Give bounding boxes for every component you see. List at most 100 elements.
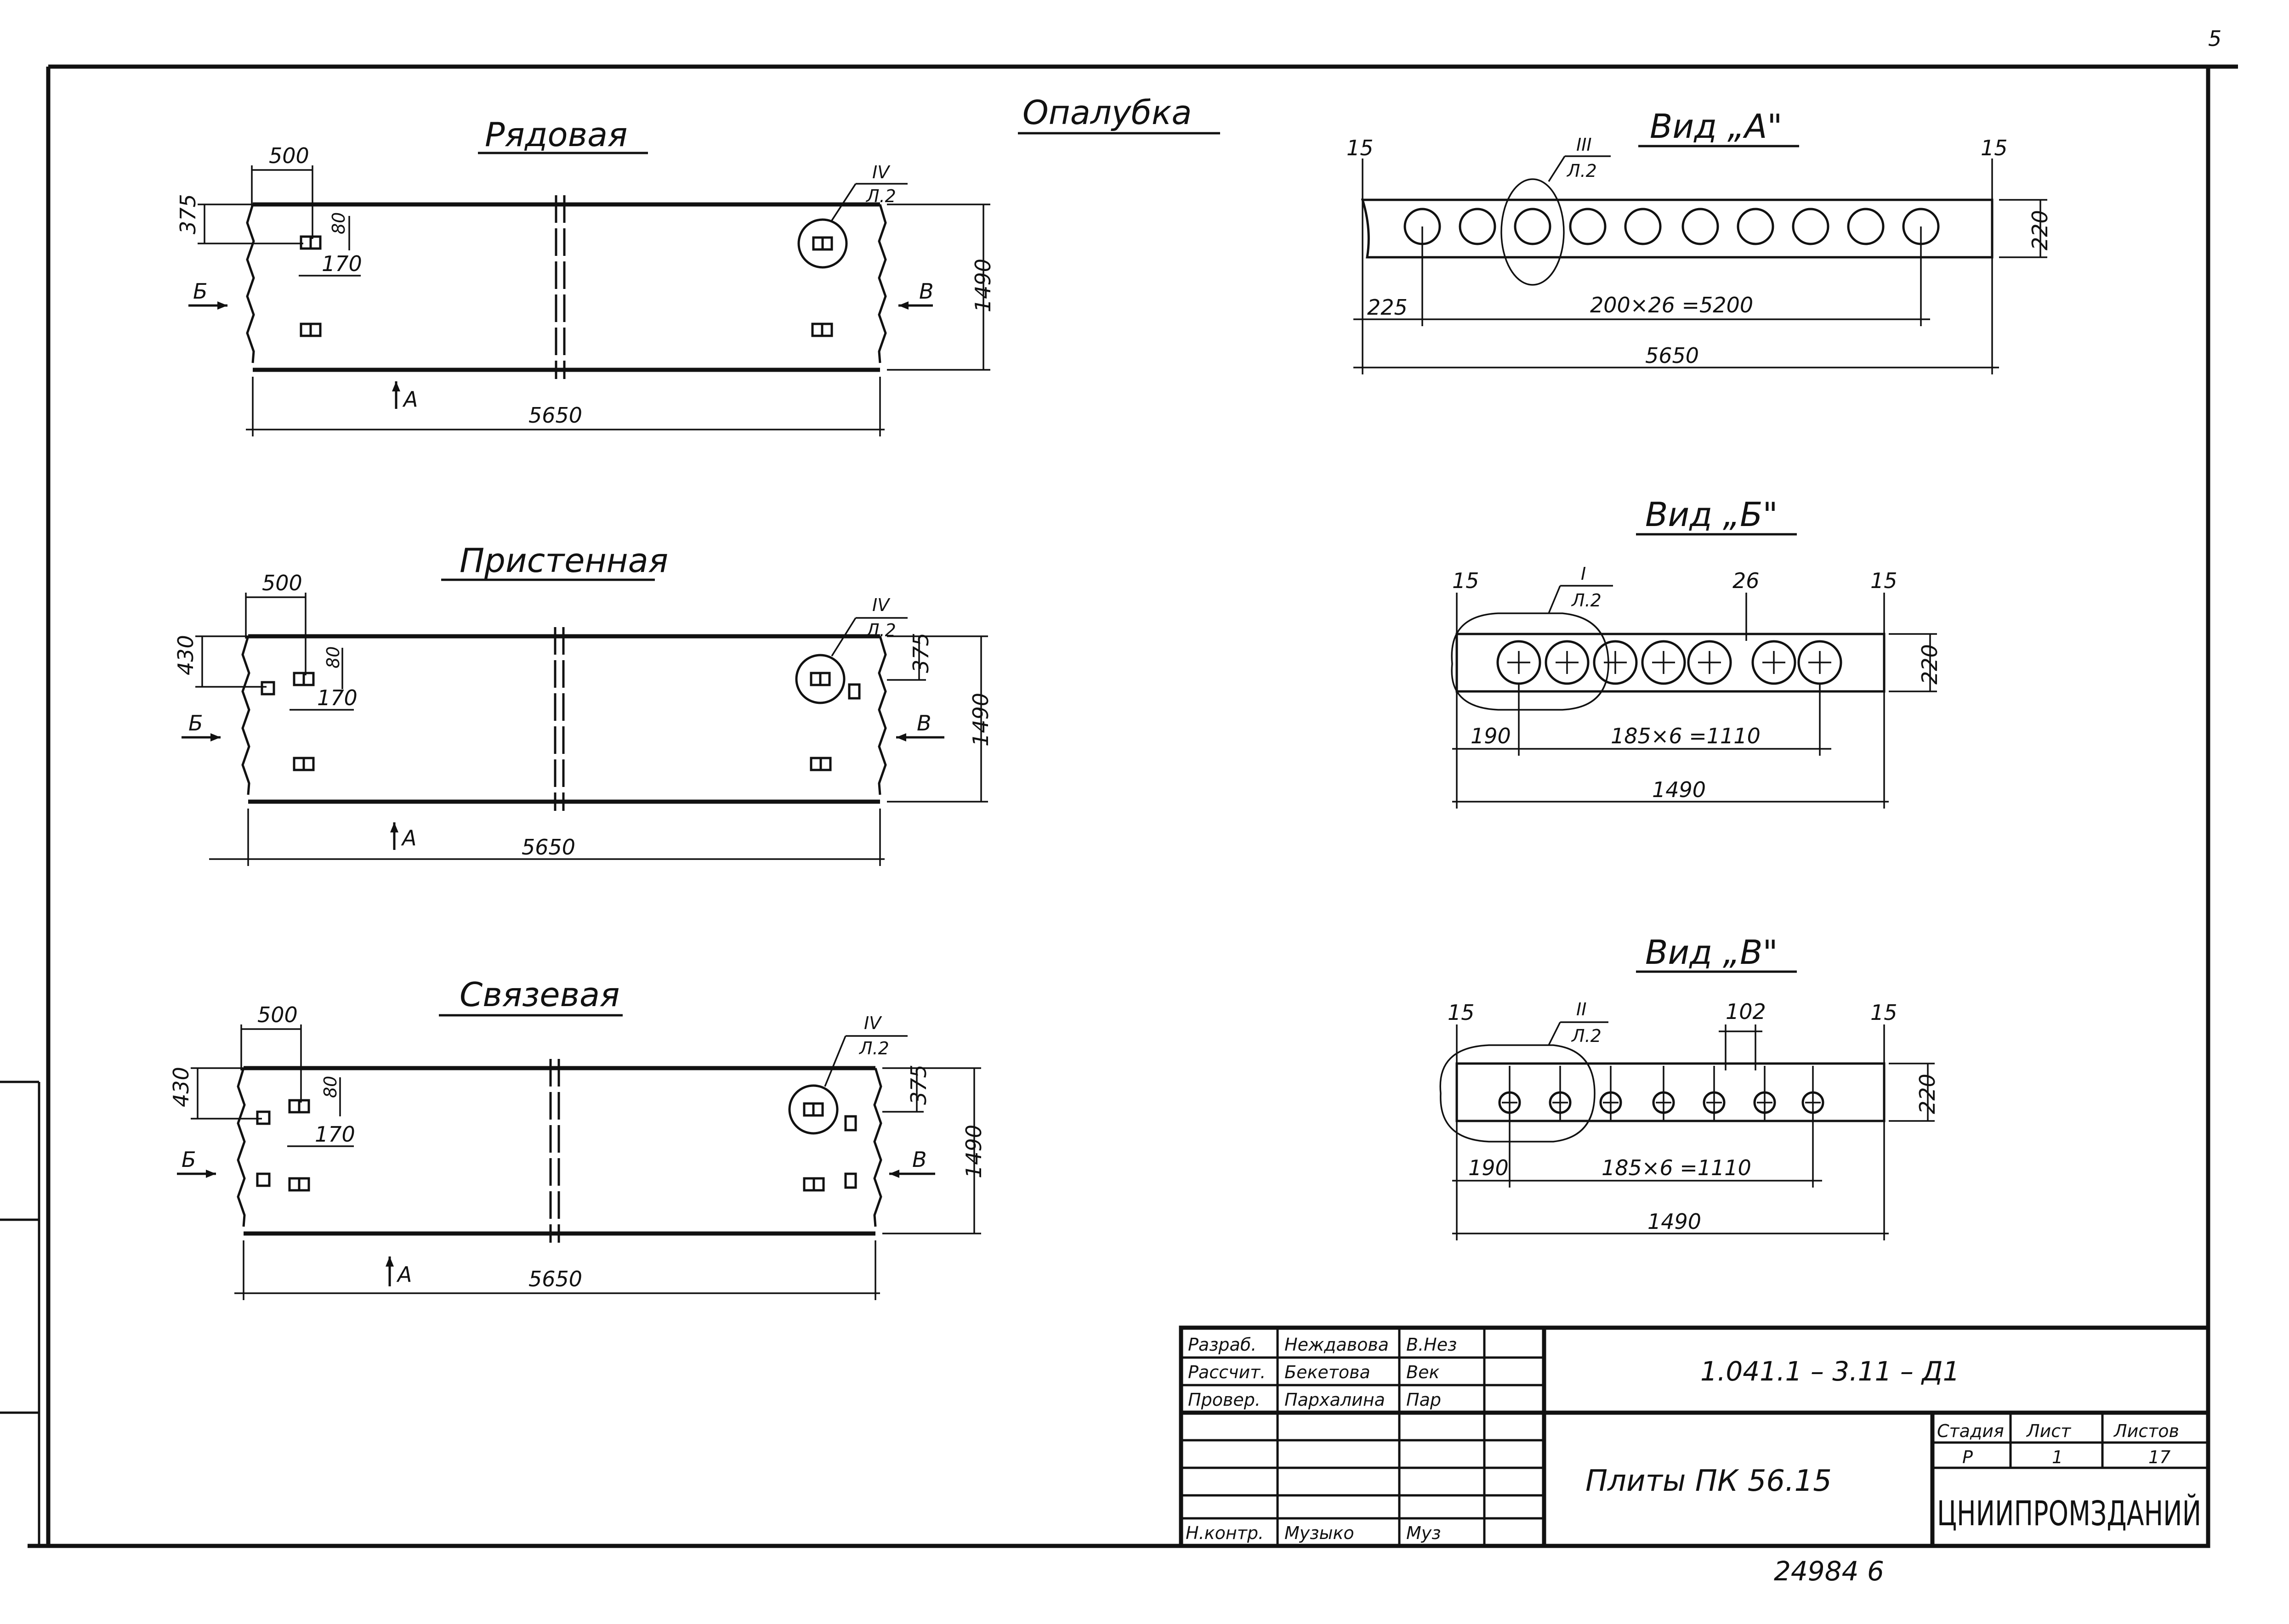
person-name: Музыко: [1284, 1523, 1354, 1543]
callout-sheet: Л.2: [858, 1038, 889, 1058]
sheet-header: Лист: [2026, 1421, 2072, 1441]
signature-row: Рассчит. Бекетова Век: [1188, 1362, 1439, 1382]
dim-170: 170: [322, 251, 362, 276]
view-marker-a: А: [396, 1262, 412, 1287]
signature: Век: [1406, 1362, 1439, 1382]
section-title: Вид „Б": [1645, 495, 1778, 534]
inventory-number: 24984 6: [1774, 1556, 1884, 1587]
document-code: 1.041.1 – 3.11 – Д1: [1700, 1356, 1960, 1387]
dim-430: 430: [169, 1067, 193, 1107]
dim-375: 375: [176, 194, 200, 234]
dim-5650: 5650: [528, 1267, 582, 1291]
section-title: Вид „В": [1645, 933, 1778, 972]
dim-total: 1490: [1647, 1209, 1701, 1234]
dim-pitch: 185×6 =1110: [1602, 1155, 1751, 1180]
dim-102: 102: [1726, 999, 1766, 1024]
dim-500: 500: [257, 1002, 298, 1027]
sheets-header: Листов: [2113, 1421, 2179, 1441]
section-view-b: Вид „Б" I Л.2 15 15 26 220 1: [1451, 495, 1942, 809]
dim-total: 1490: [1652, 777, 1706, 802]
dim-80: 80: [329, 212, 349, 234]
dim-total: 5650: [1645, 343, 1699, 368]
section-view-a: Вид „А" III Л.2 15 15 220 225 200×26 =52…: [1346, 107, 2052, 374]
dim-80: 80: [320, 1076, 341, 1098]
view-marker-a: А: [401, 826, 416, 850]
dim-1490: 1490: [968, 693, 993, 747]
dim-26: 26: [1732, 568, 1760, 593]
organization-name: ЦНИИПРОМЗДАНИЙ: [1937, 1493, 2201, 1533]
dim-80: 80: [323, 646, 343, 668]
callout-sheet: Л.2: [1566, 161, 1597, 181]
dim-220: 220: [1915, 1074, 1940, 1114]
inserts: [1498, 1066, 1824, 1121]
view-marker-a: А: [402, 387, 418, 412]
sheets-value: 17: [2148, 1447, 2170, 1467]
dim-5650: 5650: [528, 403, 582, 428]
dim-pitch: 200×26 =5200: [1590, 293, 1753, 317]
stage-value: Р: [1962, 1447, 1973, 1467]
person-name: Неждавова: [1284, 1335, 1389, 1355]
plan-view-ryadovaya: Рядовая IV Л.2 500 375 80 170 1490: [176, 115, 995, 436]
callout-number: IV: [864, 1013, 882, 1033]
role-label: Рассчит.: [1188, 1362, 1266, 1382]
person-name: Пархалина: [1284, 1390, 1385, 1410]
dim-430: 430: [173, 635, 198, 675]
dim-15-left: 15: [1452, 568, 1479, 593]
plan-view-svyazevaya: Связевая IV Л.2 500 430 80 170 375: [169, 975, 986, 1300]
stage-header: Стадия: [1937, 1421, 2004, 1441]
sheet-value: 1: [2052, 1447, 2063, 1467]
view-marker-v: В: [917, 711, 932, 736]
view-marker-b: Б: [188, 711, 203, 736]
signature-row: Провер. Пархалина Пар: [1188, 1390, 1441, 1410]
dim-1490: 1490: [971, 259, 995, 312]
callout-number: IV: [872, 595, 891, 615]
dim-170: 170: [317, 685, 358, 710]
role-label: Разраб.: [1188, 1335, 1256, 1355]
section-title: Вид „А": [1650, 107, 1783, 146]
signature-row: Н.контр. Музыко Муз: [1186, 1523, 1441, 1543]
callout-sheet: Л.2: [865, 186, 896, 206]
signature: Муз: [1406, 1523, 1441, 1543]
view-marker-v: В: [912, 1147, 927, 1172]
dim-pitch: 185×6 =1110: [1611, 724, 1761, 748]
dim-500: 500: [269, 143, 309, 168]
dim-220: 220: [1917, 644, 1942, 685]
callout-sheet: Л.2: [1571, 1026, 1602, 1046]
callout-number: IV: [872, 162, 891, 182]
signature-row: Разраб. Неждавова В.Нез: [1188, 1335, 1457, 1355]
plan-view-pristennaya: Пристенная IV Л.2 500 430 80 170 375 1: [173, 541, 993, 866]
dim-5650: 5650: [522, 835, 575, 860]
view-marker-v: В: [919, 279, 934, 304]
page-number: 5: [2208, 26, 2221, 51]
callout-number: II: [1576, 999, 1586, 1019]
dim-190: 190: [1468, 1155, 1509, 1180]
dim-15-right: 15: [1981, 136, 2008, 160]
dim-220: 220: [2028, 210, 2052, 250]
role-label: Н.контр.: [1186, 1523, 1264, 1543]
view-marker-b: Б: [182, 1147, 196, 1172]
dim-15-left: 15: [1346, 136, 1374, 160]
plan-title: Связевая: [460, 975, 619, 1014]
callout-number: III: [1576, 135, 1592, 155]
role-label: Провер.: [1188, 1390, 1261, 1410]
dim-1490: 1490: [961, 1125, 986, 1178]
dim-375: 375: [906, 1064, 931, 1105]
dim-375: 375: [909, 633, 933, 673]
dim-15-right: 15: [1870, 1000, 1897, 1025]
dim-15-right: 15: [1870, 568, 1897, 593]
plan-title: Пристенная: [460, 541, 668, 580]
section-view-v: Вид „В" II Л.2 15 15: [1439, 933, 1940, 1240]
dim-190: 190: [1471, 724, 1511, 748]
callout-sheet: Л.2: [865, 620, 896, 640]
dim-225: 225: [1367, 295, 1408, 320]
callout-number: I: [1581, 564, 1586, 584]
signature: В.Нез: [1406, 1335, 1457, 1355]
section-header: Опалубка: [1018, 93, 1220, 135]
drawing-frame: [0, 64, 2238, 1548]
dim-500: 500: [262, 571, 302, 595]
section-title: Опалубка: [1022, 93, 1192, 132]
dim-15-left: 15: [1448, 1000, 1475, 1025]
product-title: Плиты ПК 56.15: [1585, 1464, 1832, 1498]
person-name: Бекетова: [1284, 1362, 1370, 1382]
